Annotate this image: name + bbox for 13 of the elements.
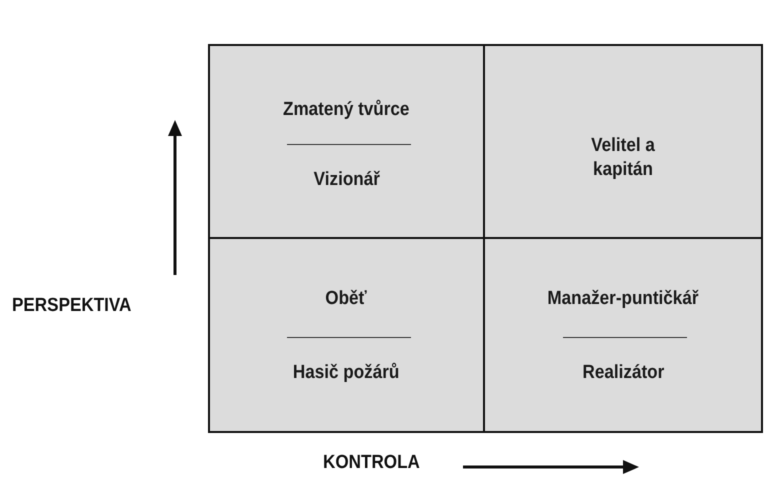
matrix-quadrant	[208, 44, 485, 239]
role-label: Velitel a kapitán	[590, 134, 656, 182]
matrix-quadrant	[208, 237, 485, 433]
role-subtitle: Realizátor	[582, 361, 664, 385]
axis-label: KONTROLA	[323, 452, 420, 474]
role-heading: Manažer-puntičkář	[547, 287, 699, 311]
role-subtitle: Vizionář	[313, 168, 380, 192]
role-subtitle: Hasič požárů	[293, 361, 400, 385]
axis-label: PERSPEKTIVA	[12, 295, 132, 317]
role-heading: Zmatený tvůrce	[283, 98, 410, 122]
matrix-quadrant	[483, 44, 763, 239]
role-heading: Oběť	[326, 287, 368, 311]
matrix-quadrant	[483, 237, 763, 433]
